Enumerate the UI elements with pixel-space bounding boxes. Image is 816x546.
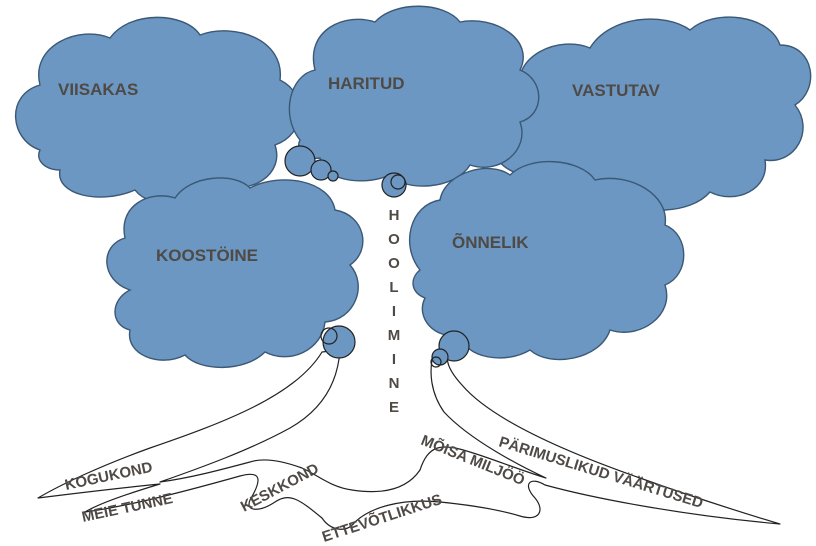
cloud-label-viisakas: VIISAKAS (58, 80, 138, 99)
cloud-label-onnelik: ÕNNELIK (452, 232, 529, 252)
trunk-letter: O (388, 231, 400, 248)
trunk-letter: I (392, 303, 396, 320)
trunk-letter: N (389, 375, 400, 392)
cloud-label-koostoine: KOOSTÖINE (156, 246, 258, 265)
trunk-letter: I (392, 351, 396, 368)
trunk-letter: H (389, 207, 400, 224)
trunk-letter: E (389, 399, 399, 416)
cloud-haritud: HARITUD (288, 5, 540, 187)
tree-trunk-roots (37, 349, 781, 530)
cloud-label-haritud: HARITUD (328, 74, 405, 93)
cloud-viisakas: VIISAKAS (14, 16, 301, 206)
connector-bubbles (284, 145, 470, 368)
cloud-vastutav: VASTUTAV (492, 16, 812, 211)
cloud-koostoine: KOOSTÖINE (106, 177, 364, 369)
trunk-letter: M (388, 327, 401, 344)
trunk-letter: O (388, 255, 400, 272)
cloud-label-vastutav: VASTUTAV (572, 81, 660, 100)
trunk-letter: L (389, 279, 398, 296)
cloud-onnelik: ÕNNELIK (408, 160, 685, 361)
